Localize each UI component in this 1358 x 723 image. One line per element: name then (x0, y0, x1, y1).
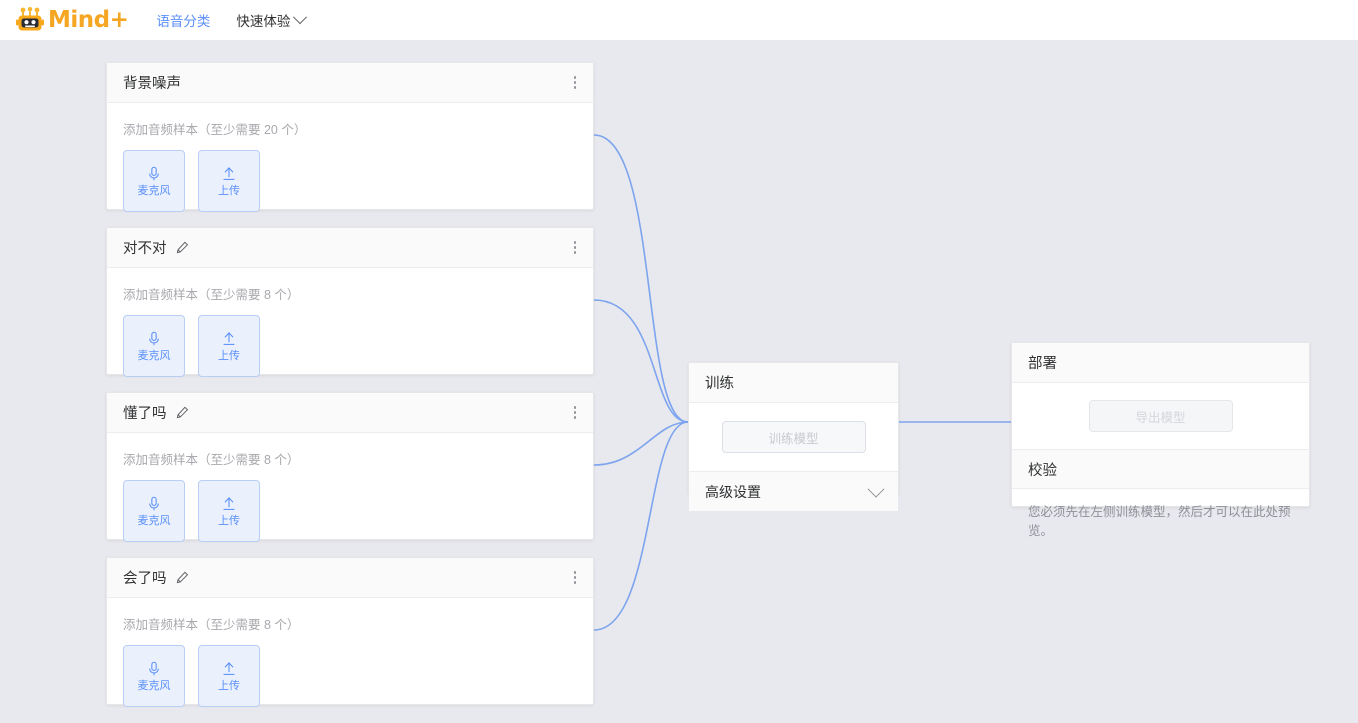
edit-pencil-icon[interactable] (176, 406, 189, 419)
class-card-body: 添加音频样本（至少需要 8 个） 麦克风 上传 (107, 598, 593, 707)
brand-logo[interactable]: Mind+ (16, 6, 129, 33)
class-title: 会了吗 (123, 571, 167, 587)
upload-arrow-icon (223, 497, 235, 510)
dot (573, 86, 576, 89)
upload-button[interactable]: 上传 (198, 315, 260, 377)
upload-button[interactable]: 上传 (198, 150, 260, 212)
sample-source-buttons: 麦克风 上传 (123, 645, 577, 707)
deploy-panel-body: 导出模型 (1012, 383, 1309, 449)
connector-class-1 (593, 134, 689, 423)
class-card: 背景噪声 添加音频样本（至少需要 20 个） 麦克风 (106, 62, 594, 212)
class-card: 会了吗 添加音频样本（至少需要 8 个） (106, 557, 594, 707)
microphone-icon (149, 661, 159, 676)
microphone-button[interactable]: 麦克风 (123, 645, 185, 707)
class-card-menu-button[interactable] (571, 402, 580, 423)
dot (573, 251, 576, 254)
export-model-button[interactable]: 导出模型 (1088, 400, 1233, 432)
nav-item-quick-experience[interactable]: 快速体验 (236, 10, 308, 30)
sample-hint: 添加音频样本（至少需要 8 个） (123, 453, 300, 467)
dot (573, 406, 576, 409)
dot (573, 81, 576, 84)
dot (573, 416, 576, 419)
microphone-button-label: 麦克风 (137, 350, 171, 362)
upload-arrow-icon (223, 332, 235, 345)
dot (573, 576, 576, 579)
upload-arrow-icon (223, 167, 235, 180)
training-panel: 训练 训练模型 高级设置 (688, 362, 899, 511)
training-panel-body: 训练模型 (689, 403, 898, 471)
class-card-header: 会了吗 (107, 558, 593, 598)
class-card-header: 懂了吗 (107, 393, 593, 433)
nav-item-voice-classification[interactable]: 语音分类 (156, 10, 210, 30)
advanced-settings-label: 高级设置 (705, 483, 761, 500)
sample-source-buttons: 麦克风 上传 (123, 150, 577, 212)
chevron-down-icon (867, 480, 885, 498)
class-card-menu-button[interactable] (571, 567, 580, 588)
dot (573, 76, 576, 79)
deploy-panel-title: 部署 (1012, 343, 1309, 383)
upload-arrow-icon (223, 662, 235, 675)
microphone-icon (149, 166, 159, 181)
sample-hint: 添加音频样本（至少需要 8 个） (123, 618, 300, 632)
main-nav: 语音分类 快速体验 (156, 10, 308, 30)
dot (573, 581, 576, 584)
upload-button-label: 上传 (218, 680, 240, 692)
brand-name: Mind+ (48, 6, 129, 33)
upload-button-label: 上传 (218, 515, 240, 527)
class-card-body: 添加音频样本（至少需要 8 个） 麦克风 上传 (107, 433, 593, 542)
class-card-body: 添加音频样本（至少需要 20 个） 麦克风 上传 (107, 103, 593, 212)
train-model-button[interactable]: 训练模型 (721, 421, 866, 453)
microphone-button[interactable]: 麦克风 (123, 150, 185, 212)
dot (573, 241, 576, 244)
chevron-down-icon (293, 10, 308, 25)
class-card-header: 对不对 (107, 228, 593, 268)
verify-section-title: 校验 (1012, 449, 1309, 489)
workflow-canvas: 背景噪声 添加音频样本（至少需要 20 个） 麦克风 (0, 40, 1358, 723)
microphone-icon (149, 496, 159, 511)
sample-source-buttons: 麦克风 上传 (123, 315, 577, 377)
microphone-icon (149, 331, 159, 346)
dot (573, 571, 576, 574)
sample-source-buttons: 麦克风 上传 (123, 480, 577, 542)
microphone-button-label: 麦克风 (137, 515, 171, 527)
upload-button[interactable]: 上传 (198, 480, 260, 542)
sample-hint: 添加音频样本（至少需要 20 个） (123, 123, 307, 137)
microphone-button[interactable]: 麦克风 (123, 315, 185, 377)
edit-pencil-icon[interactable] (176, 571, 189, 584)
upload-button-label: 上传 (218, 350, 240, 362)
training-panel-title: 训练 (689, 363, 898, 403)
class-card-header: 背景噪声 (107, 63, 593, 103)
microphone-button-label: 麦克风 (137, 680, 171, 692)
microphone-button-label: 麦克风 (137, 185, 171, 197)
class-title: 对不对 (123, 241, 167, 257)
connector-class-2 (593, 299, 689, 423)
app-header: Mind+ 语音分类 快速体验 (0, 0, 1358, 40)
advanced-settings-toggle[interactable]: 高级设置 (689, 471, 898, 511)
upload-button[interactable]: 上传 (198, 645, 260, 707)
class-card: 对不对 添加音频样本（至少需要 8 个） (106, 227, 594, 377)
dot (573, 411, 576, 414)
class-card-body: 添加音频样本（至少需要 8 个） 麦克风 上传 (107, 268, 593, 377)
class-card-menu-button[interactable] (571, 237, 580, 258)
verify-note: 您必须先在左侧训练模型，然后才可以在此处预览。 (1028, 505, 1291, 538)
edit-pencil-icon[interactable] (176, 241, 189, 254)
class-card: 懂了吗 添加音频样本（至少需要 8 个） (106, 392, 594, 542)
connector-class-4 (593, 421, 689, 631)
deploy-panel: 部署 导出模型 校验 您必须先在左侧训练模型，然后才可以在此处预览。 (1011, 342, 1310, 538)
sample-hint: 添加音频样本（至少需要 8 个） (123, 288, 300, 302)
dot (573, 246, 576, 249)
class-title: 背景噪声 (123, 76, 181, 92)
nav-item-label: 快速体验 (236, 14, 291, 29)
upload-button-label: 上传 (218, 185, 240, 197)
class-card-menu-button[interactable] (571, 72, 580, 93)
connector-class-3 (593, 421, 689, 466)
microphone-button[interactable]: 麦克风 (123, 480, 185, 542)
class-title: 懂了吗 (123, 406, 167, 422)
robot-head-icon (16, 7, 44, 31)
nav-item-label: 语音分类 (156, 14, 211, 29)
